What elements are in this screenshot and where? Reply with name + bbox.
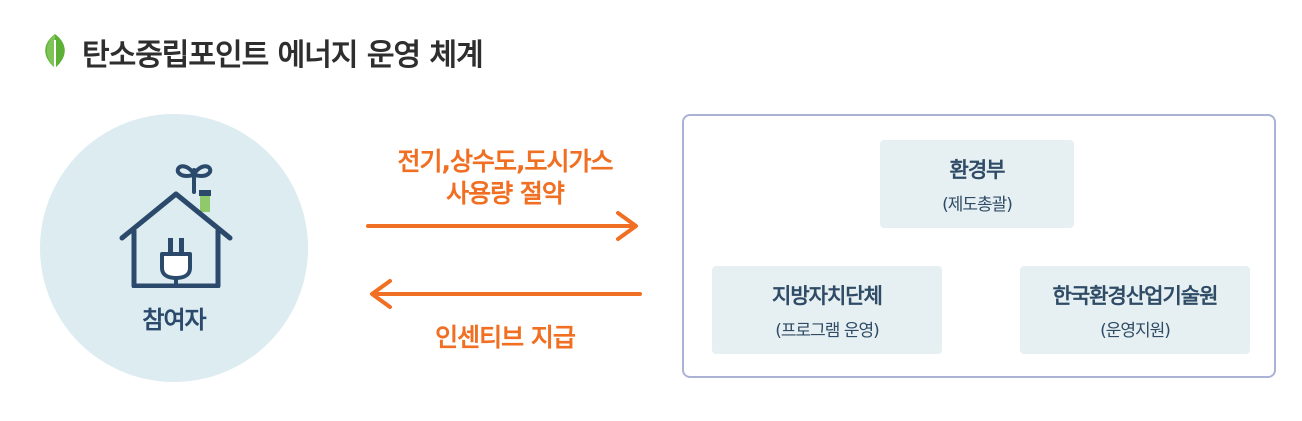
operating-system-box: 환경부 (제도총괄) 지방자치단체 (프로그램 운영) 한국환경산업기술원 (운…: [682, 114, 1276, 378]
org-role-local-gov: (프로그램 운영): [775, 321, 880, 341]
participant-node: 참여자: [40, 114, 308, 382]
leaf-icon: [45, 34, 65, 71]
flow-label-savings-line1: 전기,상수도,도시가스: [397, 147, 614, 176]
flow-label-savings: 전기,상수도,도시가스 사용량 절약: [340, 146, 670, 210]
org-card-ministry: 환경부 (제도총괄): [880, 140, 1074, 228]
page-title: 탄소중립포인트 에너지 운영 체계: [82, 38, 484, 73]
house-plug-icon: [119, 164, 233, 288]
participant-label: 참여자: [142, 306, 206, 334]
org-name-ministry: 환경부: [949, 158, 1006, 182]
org-name-keiti: 한국환경산업기술원: [1052, 284, 1219, 308]
flow-label-incentive: 인센티브 지급: [435, 323, 576, 352]
org-card-local-gov: 지방자치단체 (프로그램 운영): [712, 266, 942, 354]
arrow-right-icon: [366, 211, 638, 241]
flow-label-savings-line2: 사용량 절약: [446, 179, 565, 208]
org-role-ministry: (제도총괄): [942, 195, 1013, 215]
org-role-keiti: (운영지원): [1100, 321, 1171, 341]
arrow-left-icon: [370, 279, 642, 309]
org-card-keiti: 한국환경산업기술원 (운영지원): [1020, 266, 1250, 354]
org-name-local-gov: 지방자치단체: [772, 284, 883, 308]
diagram-header: 탄소중립포인트 에너지 운영 체계: [36, 30, 484, 74]
